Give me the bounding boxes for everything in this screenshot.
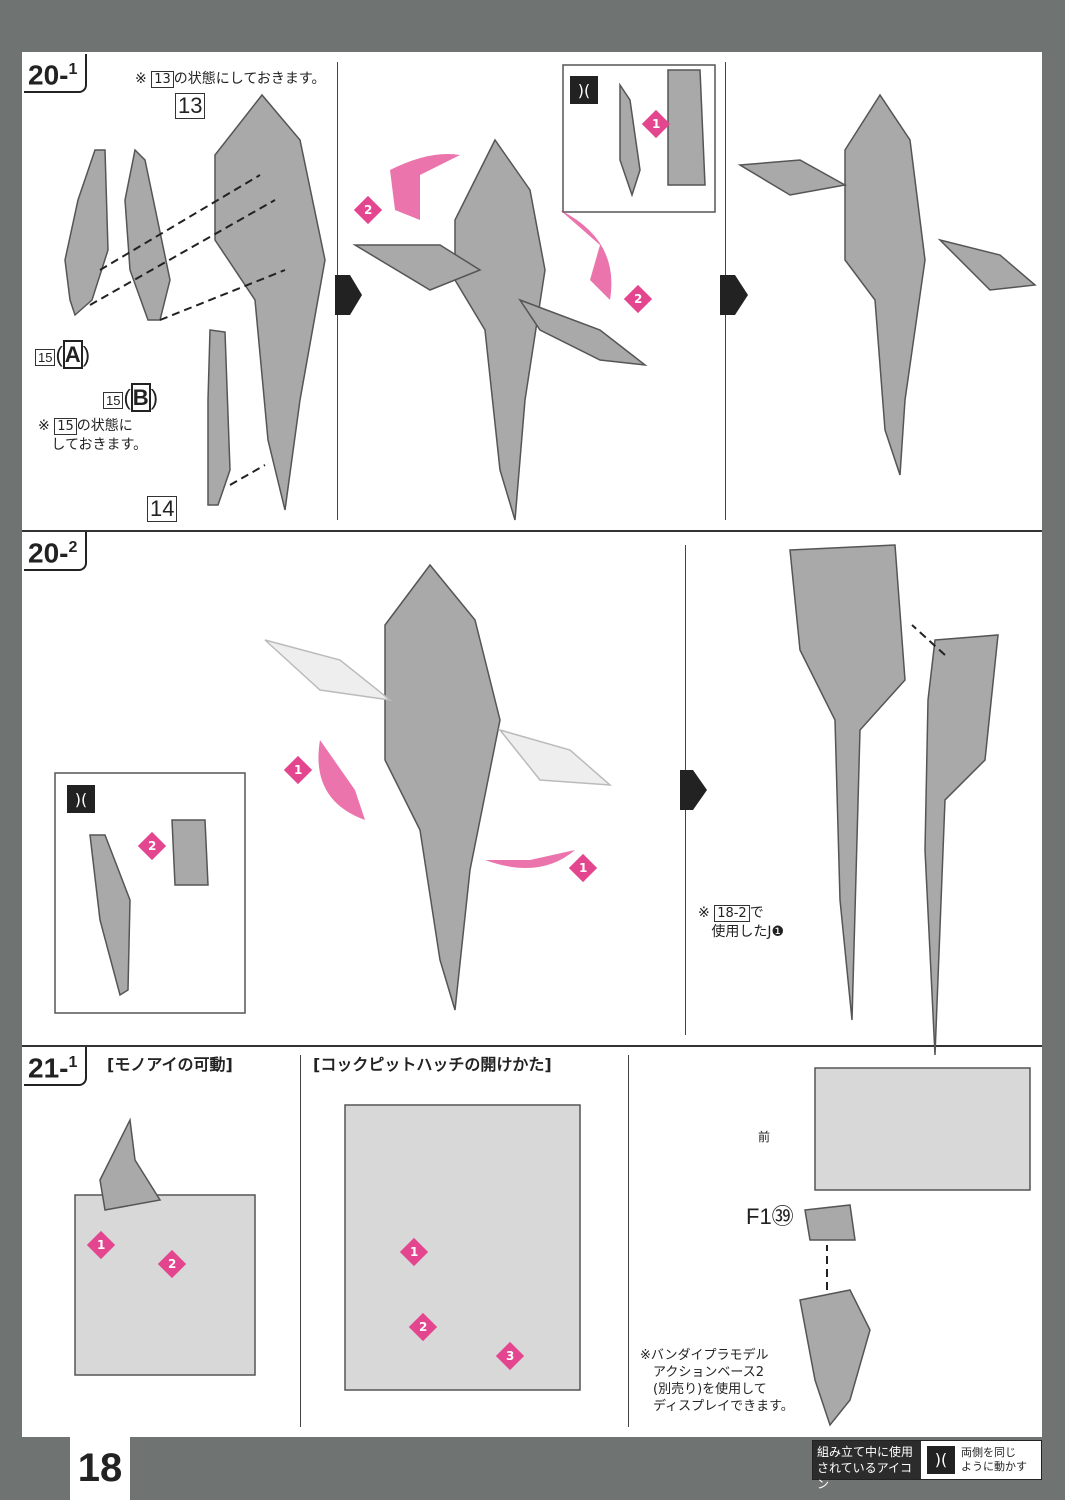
panel-divider bbox=[300, 1055, 301, 1427]
panel-divider bbox=[628, 1055, 629, 1427]
step-label-20-2: 20-2 bbox=[24, 532, 88, 572]
inset-blade bbox=[89, 834, 131, 997]
legend-entry: )( 両側を同じように動かす bbox=[921, 1441, 1041, 1479]
section-divider bbox=[22, 1045, 1042, 1047]
rotate-arrow bbox=[560, 210, 612, 300]
next-arrow bbox=[680, 770, 707, 810]
next-arrow bbox=[335, 275, 362, 315]
mirror-icon: )( bbox=[927, 1446, 955, 1474]
arrow-dashed bbox=[159, 269, 286, 321]
part-15b-blade bbox=[124, 148, 171, 321]
back-closeup bbox=[814, 1067, 1031, 1191]
part-13-shield bbox=[214, 93, 326, 511]
wing-assembly-right bbox=[924, 634, 999, 1056]
cockpit-closeup bbox=[344, 1104, 581, 1391]
caption-cockpit-hatch: [コックピットハッチの開けかた] bbox=[313, 1055, 552, 1074]
step-label-20-1: 20-1 bbox=[24, 54, 88, 94]
rotate-arrow bbox=[485, 850, 575, 868]
shield-unfolding bbox=[454, 138, 546, 521]
inset-box bbox=[54, 772, 246, 1014]
legend-title: 組み立て中に使用されているアイコン bbox=[813, 1441, 921, 1491]
section-divider bbox=[22, 530, 1042, 532]
rotate-arrow bbox=[318, 740, 365, 820]
action-base-note: ※バンダイプラモデル アクションベース2 (別売り)を使用して ディスプレイでき… bbox=[640, 1348, 794, 1414]
blade-open-right bbox=[937, 238, 1037, 291]
legend-description: 両側を同じように動かす bbox=[961, 1446, 1027, 1473]
next-arrow bbox=[720, 275, 748, 315]
joint-part-f1-39 bbox=[804, 1204, 856, 1241]
inset-part bbox=[667, 69, 706, 186]
mirror-icon: )( bbox=[67, 785, 95, 813]
inset-part bbox=[171, 819, 209, 886]
part-label-f1-39: F1㊴ bbox=[746, 1204, 794, 1229]
blade-ghost-right bbox=[497, 728, 613, 786]
shield-assembled bbox=[384, 563, 501, 1011]
step-label-21-1: 21-1 bbox=[24, 1047, 88, 1087]
mirror-icon: )( bbox=[570, 76, 598, 104]
arrow-dashed bbox=[89, 199, 276, 306]
rotate-arrow bbox=[390, 154, 460, 220]
part-label-15b: 15(B) bbox=[103, 383, 158, 413]
shield-opened bbox=[844, 93, 926, 476]
arrow-dashed bbox=[229, 464, 266, 486]
blade-left bbox=[352, 244, 482, 291]
blade-ghost-left bbox=[264, 639, 393, 702]
part-15a-blade bbox=[64, 149, 109, 317]
icon-legend: 組み立て中に使用されているアイコン )( 両側を同じように動かす bbox=[812, 1440, 1042, 1491]
caption-monoeye: [モノアイの可動] bbox=[107, 1055, 233, 1074]
part-label-14: 14 bbox=[147, 496, 178, 522]
page-number: 18 bbox=[70, 1437, 130, 1500]
part-14 bbox=[207, 329, 231, 506]
inset-blade bbox=[619, 82, 641, 198]
monoeye-cover bbox=[99, 1117, 162, 1211]
wing-assembly-left bbox=[789, 544, 906, 1021]
part-label-15a: 15(A) bbox=[35, 340, 90, 370]
part-label-13: 13 bbox=[175, 93, 206, 119]
blade-open-left bbox=[737, 159, 848, 196]
arrow-dashed bbox=[911, 624, 946, 656]
blade-right bbox=[518, 298, 648, 367]
action-base-arm bbox=[799, 1289, 871, 1427]
monoeye-closeup bbox=[74, 1194, 256, 1376]
front-label: 前 bbox=[758, 1130, 771, 1144]
arrow-dashed bbox=[99, 174, 261, 271]
